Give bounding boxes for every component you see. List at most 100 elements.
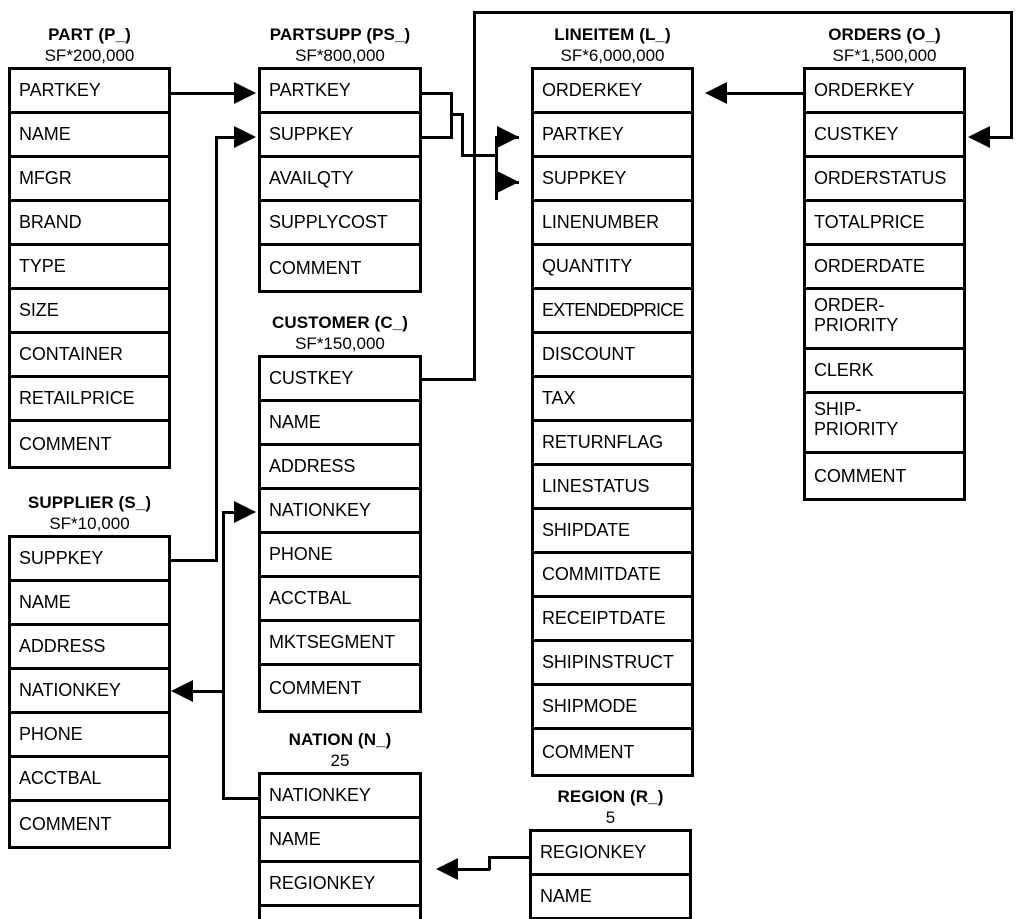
- entity-lineitem-title: LINEITEM (L_): [554, 25, 671, 44]
- field-supplier-comment: COMMENT: [19, 813, 112, 834]
- field-customer-phone: PHONE: [261, 534, 419, 578]
- field-part-mfgr: MFGR: [11, 158, 168, 202]
- entity-orders-box: ORDERKEY CUSTKEY ORDERSTATUS TOTALPRICE …: [803, 67, 966, 501]
- field-supplier-address: ADDRESS: [11, 626, 168, 670]
- field-lineitem-quantity: QUANTITY: [534, 246, 691, 290]
- field-lineitem-partkey: PARTKEY: [534, 114, 691, 158]
- entity-partsupp-box: PARTKEY SUPPKEY AVAILQTY SUPPLYCOST COMM…: [258, 67, 422, 293]
- field-lineitem-shipinstruct: SHIPINSTRUCT: [534, 642, 691, 686]
- field-partsupp-availqty: AVAILQTY: [261, 158, 419, 202]
- arrowhead-supplier-nationkey: [171, 680, 193, 702]
- entity-orders-title: ORDERS (O_): [828, 25, 941, 44]
- field-lineitem-commitdate: COMMITDATE: [534, 554, 691, 598]
- field-nation-regionkey: REGIONKEY: [261, 863, 419, 907]
- field-lineitem-discount: DISCOUNT: [534, 334, 691, 378]
- field-orders-comment: COMMENT: [814, 465, 907, 486]
- connector-supplier-suppkey-stub: [171, 559, 218, 562]
- entity-region: REGION (R_) 5 REGIONKEY NAME COMMENT: [529, 788, 692, 919]
- arrowhead-nation-regionkey: [436, 858, 458, 880]
- arrowhead-customer-nationkey: [234, 501, 256, 523]
- field-lineitem-returnflag: RETURNFLAG: [534, 422, 691, 466]
- connector-partsupp-merge-drop: [461, 113, 464, 157]
- field-supplier-nationkey: NATIONKEY: [11, 670, 168, 714]
- arrowhead-lineitem-suppkey: [497, 171, 519, 193]
- field-orders-shippriority: SHIP- PRIORITY: [806, 394, 963, 454]
- field-lineitem-shipmode: SHIPMODE: [534, 686, 691, 730]
- connector-nation-to-customer: [222, 511, 237, 514]
- field-customer-nationkey: NATIONKEY: [261, 490, 419, 534]
- field-customer-custkey: CUSTKEY: [261, 358, 419, 402]
- entity-customer-title: CUSTOMER (C_): [271, 313, 409, 332]
- field-lineitem-orderkey: ORDERKEY: [534, 70, 691, 114]
- entity-customer-caption: CUSTOMER (C_) SF*150,000: [258, 314, 422, 355]
- entity-orders-caption: ORDERS (O_) SF*1,500,000: [803, 26, 966, 67]
- field-orders-orderstatus: ORDERSTATUS: [806, 158, 963, 202]
- entity-lineitem: LINEITEM (L_) SF*6,000,000 ORDERKEY PART…: [531, 26, 694, 777]
- field-region-regionkey: REGIONKEY: [532, 832, 689, 876]
- entity-customer: CUSTOMER (C_) SF*150,000 CUSTKEY NAME AD…: [258, 314, 422, 713]
- field-supplier-name: NAME: [11, 582, 168, 626]
- field-nation-nationkey: NATIONKEY: [261, 775, 419, 819]
- field-nation-comment: COMMENT: [261, 907, 419, 919]
- entity-customer-cardinality: SF*150,000: [295, 334, 385, 353]
- field-lineitem-suppkey: SUPPKEY: [534, 158, 691, 202]
- field-customer-acctbal: ACCTBAL: [261, 578, 419, 622]
- connector-customer-custkey-stub: [422, 378, 476, 381]
- connector-region-to-nation: [458, 868, 490, 871]
- entity-lineitem-box: ORDERKEY PARTKEY SUPPKEY LINENUMBER QUAN…: [531, 67, 694, 777]
- field-part-brand: BRAND: [11, 202, 168, 246]
- field-partsupp-suppkey: SUPPKEY: [261, 114, 419, 158]
- entity-region-cardinality: 5: [605, 808, 616, 827]
- field-lineitem-tax: TAX: [534, 378, 691, 422]
- connector-part-to-partsupp: [171, 92, 237, 95]
- field-nation-name: NAME: [261, 819, 419, 863]
- field-part-comment: COMMENT: [19, 433, 112, 454]
- entity-region-caption: REGION (R_) 5: [529, 788, 692, 829]
- field-lineitem-linestatus: LINESTATUS: [534, 466, 691, 510]
- entity-part-box: PARTKEY NAME MFGR BRAND TYPE SIZE CONTAI…: [8, 67, 171, 469]
- connector-partsupp-partkey-stub: [422, 92, 453, 95]
- entity-nation-cardinality: 25: [330, 751, 350, 770]
- field-part-size: SIZE: [11, 290, 168, 334]
- field-orders-totalprice: TOTALPRICE: [806, 202, 963, 246]
- connector-lineitem-split-vertical: [495, 136, 498, 200]
- field-orders-custkey: CUSTKEY: [806, 114, 963, 158]
- field-partsupp-comment: COMMENT: [269, 257, 362, 278]
- field-orders-orderdate: ORDERDATE: [806, 246, 963, 290]
- entity-partsupp-cardinality: SF*800,000: [295, 46, 385, 65]
- field-orders-orderkey: ORDERKEY: [806, 70, 963, 114]
- field-lineitem-receiptdate: RECEIPTDATE: [534, 598, 691, 642]
- entity-region-title: REGION (R_): [557, 787, 664, 806]
- entity-nation-title: NATION (N_): [288, 730, 392, 749]
- entity-lineitem-caption: LINEITEM (L_) SF*6,000,000: [531, 26, 694, 67]
- entity-supplier-title: SUPPLIER (S_): [27, 493, 152, 512]
- field-orders-orderpriority: ORDER- PRIORITY: [806, 290, 963, 350]
- connector-partsupp-merge-link: [450, 113, 464, 116]
- field-part-container: CONTAINER: [11, 334, 168, 378]
- connector-customer-top-run: [473, 11, 1013, 14]
- field-partsupp-partkey: PARTKEY: [261, 70, 419, 114]
- connector-orders-to-lineitem: [727, 92, 803, 95]
- entity-supplier-box: SUPPKEY NAME ADDRESS NATIONKEY PHONE ACC…: [8, 535, 171, 849]
- entity-part-cardinality: SF*200,000: [44, 46, 135, 65]
- entity-supplier-caption: SUPPLIER (S_) SF*10,000: [8, 494, 171, 535]
- field-orders-clerk: CLERK: [806, 350, 963, 394]
- connector-region-jog: [488, 856, 491, 870]
- field-lineitem-linenumber: LINENUMBER: [534, 202, 691, 246]
- entity-supplier: SUPPLIER (S_) SF*10,000 SUPPKEY NAME ADD…: [8, 494, 171, 849]
- connector-nation-to-customer-riser: [222, 511, 225, 800]
- field-part-name: NAME: [11, 114, 168, 158]
- field-lineitem-shipdate: SHIPDATE: [534, 510, 691, 554]
- entity-part-title: PART (P_): [48, 25, 131, 44]
- field-part-retailprice: RETAILPRICE: [11, 378, 168, 422]
- entity-orders-cardinality: SF*1,500,000: [832, 46, 937, 65]
- entity-partsupp-caption: PARTSUPP (PS_) SF*800,000: [258, 26, 422, 67]
- connector-partsupp-to-split: [461, 154, 498, 157]
- field-partsupp-supplycost: SUPPLYCOST: [261, 202, 419, 246]
- entity-nation-caption: NATION (N_) 25: [258, 731, 422, 772]
- connector-customer-riser: [473, 11, 476, 381]
- entity-nation: NATION (N_) 25 NATIONKEY NAME REGIONKEY …: [258, 731, 422, 919]
- field-part-partkey: PARTKEY: [11, 70, 168, 114]
- connector-customer-descender: [1010, 11, 1013, 136]
